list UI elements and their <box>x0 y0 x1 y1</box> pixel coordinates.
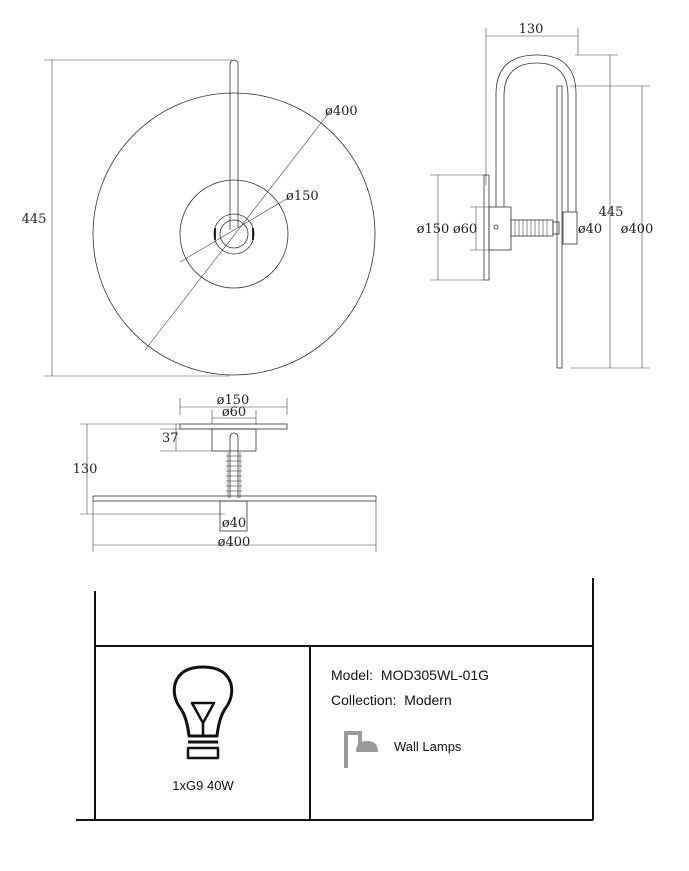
svg-text:Model: MOD305WL-01G: Model: MOD305WL-01G <box>331 667 489 683</box>
top-base <box>211 428 257 452</box>
svg-text:Collection: Modern: Collection: Modern <box>331 692 452 708</box>
front-inner-diameter-label: ø150 <box>286 189 319 204</box>
top-base-depth-label: 37 <box>162 431 179 446</box>
collection-value: Modern <box>404 692 451 708</box>
top-outer-disc <box>92 495 377 502</box>
top-view: ø150 ø60 37 130 <box>73 393 377 552</box>
top-holder <box>219 500 248 532</box>
side-outer-disc <box>556 85 563 369</box>
side-base <box>488 206 512 251</box>
lamp-spec-label: 1xG9 40W <box>172 778 234 793</box>
top-outer-diameter-label: ø400 <box>218 535 251 550</box>
side-depth-label: 130 <box>519 22 544 37</box>
side-base-diameter-label: ø60 <box>453 222 477 237</box>
side-holder-diameter-label: ø40 <box>578 222 602 237</box>
front-outer-diameter-label: ø400 <box>325 104 358 119</box>
top-base-diameter-label: ø60 <box>222 405 246 420</box>
wall-lamp-icon <box>344 731 378 768</box>
collection-label: Collection: <box>331 692 396 708</box>
side-plate-diameter-label: ø150 <box>417 222 450 237</box>
side-holder <box>562 211 578 245</box>
top-depth-label: 130 <box>73 462 98 477</box>
front-height-label: 445 <box>22 212 47 227</box>
bulb-icon <box>172 665 234 760</box>
front-view: 445 ø400 ø150 <box>22 59 376 377</box>
side-view: 130 445 ø400 ø150 ø60 <box>417 22 654 369</box>
wall-lamps-label: Wall Lamps <box>394 739 462 754</box>
top-holder-diameter-label: ø40 <box>222 516 246 531</box>
top-plate-diameter-label: ø150 <box>217 393 250 408</box>
side-height-label: 445 <box>599 205 624 220</box>
model-value: MOD305WL-01G <box>381 667 489 683</box>
model-label: Model: <box>331 667 373 683</box>
side-wall-plate <box>483 174 490 281</box>
spec-table: 1xG9 40W Model: MOD305WL-01G Collection:… <box>76 578 594 821</box>
side-outer-diameter-label: ø400 <box>621 222 654 237</box>
front-inner-disc <box>179 179 289 289</box>
front-outer-disc <box>92 92 376 376</box>
